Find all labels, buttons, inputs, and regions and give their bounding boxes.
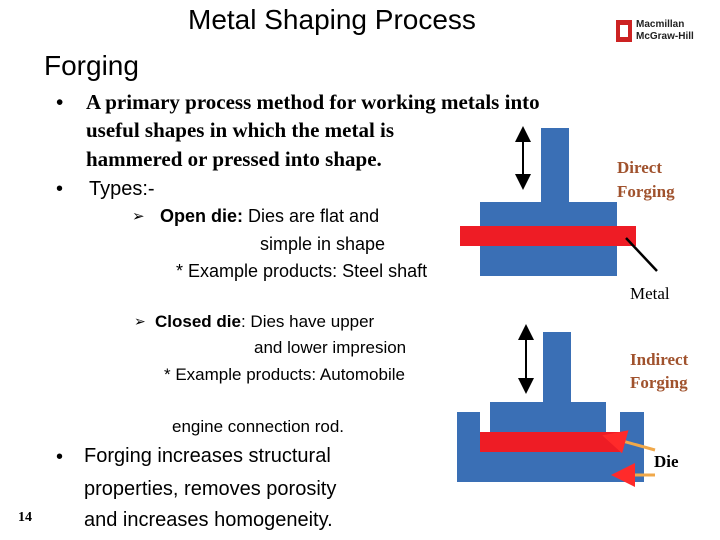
forging-line-3: and increases homogeneity.: [84, 509, 333, 531]
page-title: Metal Shaping Process: [188, 4, 476, 35]
bullet-dot: •: [56, 446, 64, 468]
section-subtitle: Forging: [44, 50, 139, 81]
closed-die-example-2: engine connection rod.: [172, 417, 345, 436]
upper-ram: [541, 128, 569, 203]
upper-ram: [543, 332, 571, 402]
open-die-example: * Example products: Steel shaft: [176, 261, 428, 281]
primary-line-3: hammered or pressed into shape.: [86, 147, 382, 171]
direct-forging-label-2: Forging: [617, 182, 675, 201]
logo-text: Macmillan McGraw-Hill: [636, 19, 694, 42]
metal-label: Metal: [630, 284, 670, 303]
indirect-forging-label-1: Indirect: [630, 350, 689, 369]
logo-icon: [616, 20, 632, 42]
closed-die-item: Closed die: Dies have upper: [155, 312, 375, 331]
upper-die: [480, 202, 617, 226]
primary-line-1: A primary process method for working met…: [86, 90, 540, 114]
primary-line-2: useful shapes in which the metal is: [86, 118, 395, 142]
bullet-dot: •: [56, 90, 64, 114]
arrow-bullet-icon: ➢: [134, 314, 146, 330]
closed-die-example: * Example products: Automobile: [164, 365, 405, 384]
die-label: Die: [654, 452, 679, 471]
closed-die-line-2: and lower impresion: [254, 338, 407, 357]
open-die-line-2: simple in shape: [260, 234, 386, 254]
types-label: Types:-: [89, 178, 155, 200]
bullet-dot: •: [56, 178, 64, 200]
lower-die: [480, 246, 617, 276]
metal-pointer: [625, 237, 658, 272]
metal-in-cavity: [480, 432, 620, 452]
lower-die-closed: [457, 412, 644, 482]
forging-line-2: properties, removes porosity: [84, 478, 337, 500]
indirect-forging-label-2: Forging: [630, 373, 688, 392]
metal-in-cavity: [488, 440, 612, 452]
die-pointer: [602, 430, 656, 454]
metal-workpiece: [460, 226, 636, 246]
direct-forging-label-1: Direct: [617, 158, 662, 177]
upper-die: [490, 402, 606, 432]
forging-line-1: Forging increases structural: [84, 445, 331, 467]
publisher-logo: Macmillan McGraw-Hill: [616, 18, 698, 46]
open-die-item: Open die: Dies are flat and: [160, 206, 380, 226]
arrow-bullet-icon: ➢: [132, 207, 145, 225]
page-number: 14: [18, 510, 32, 525]
